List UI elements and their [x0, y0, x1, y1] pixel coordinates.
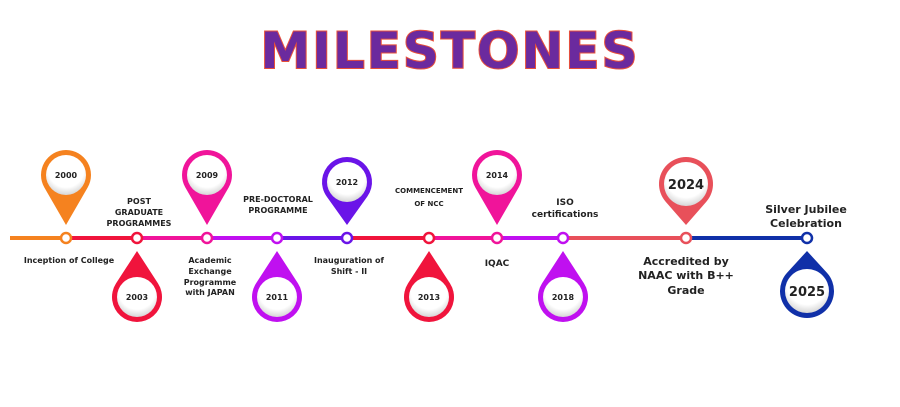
- label-2014: IQAC: [484, 259, 510, 269]
- year-2011: 2011: [266, 293, 289, 302]
- timeline-node: [59, 231, 73, 245]
- year-2009: 2009: [196, 171, 219, 180]
- year-2014: 2014: [486, 171, 509, 180]
- year-2024: 2024: [668, 178, 704, 193]
- pin-face: [46, 155, 86, 195]
- timeline-node: [800, 231, 814, 245]
- page-title: MILESTONES: [259, 21, 640, 81]
- timeline-node: [340, 231, 354, 245]
- year-2018: 2018: [552, 293, 575, 302]
- label-2003: POST GRADUATE PROGRAMMES: [106, 197, 172, 228]
- pin-face: [117, 277, 157, 317]
- year-2013: 2013: [418, 293, 440, 302]
- timeline-node: [270, 231, 284, 245]
- label-2025: Silver Jubilee Celebration: [765, 203, 847, 231]
- pin-face: [664, 162, 708, 206]
- label-2018: ISO certifications: [531, 198, 599, 221]
- pin-face: [409, 277, 449, 317]
- pin-face: [257, 277, 297, 317]
- timeline-node: [130, 231, 144, 245]
- pin-face: [543, 277, 583, 317]
- timeline-node: [422, 231, 436, 245]
- pin-face: [327, 162, 367, 202]
- label-2012: Inauguration of Shift - II: [313, 256, 385, 276]
- label-2024: Accredited by NAAC with B++ Grade: [638, 255, 734, 297]
- timeline-node: [200, 231, 214, 245]
- pin-face: [477, 155, 517, 195]
- label-2009: Academic Exchange Programme with JAPAN: [183, 256, 237, 298]
- timeline-node: [490, 231, 504, 245]
- label-2011: PRE-DOCTORAL PROGRAMME: [243, 195, 313, 215]
- year-2000: 2000: [55, 171, 78, 180]
- year-2012: 2012: [336, 178, 358, 187]
- pin-face: [785, 269, 829, 313]
- pin-face: [187, 155, 227, 195]
- label-2013: COMMENCEMENT OF NCC: [395, 187, 463, 208]
- timeline-node: [556, 231, 570, 245]
- year-2025: 2025: [789, 285, 825, 300]
- year-2003: 2003: [126, 293, 148, 302]
- label-2000: Inception of College: [23, 256, 115, 265]
- timeline-node: [679, 231, 693, 245]
